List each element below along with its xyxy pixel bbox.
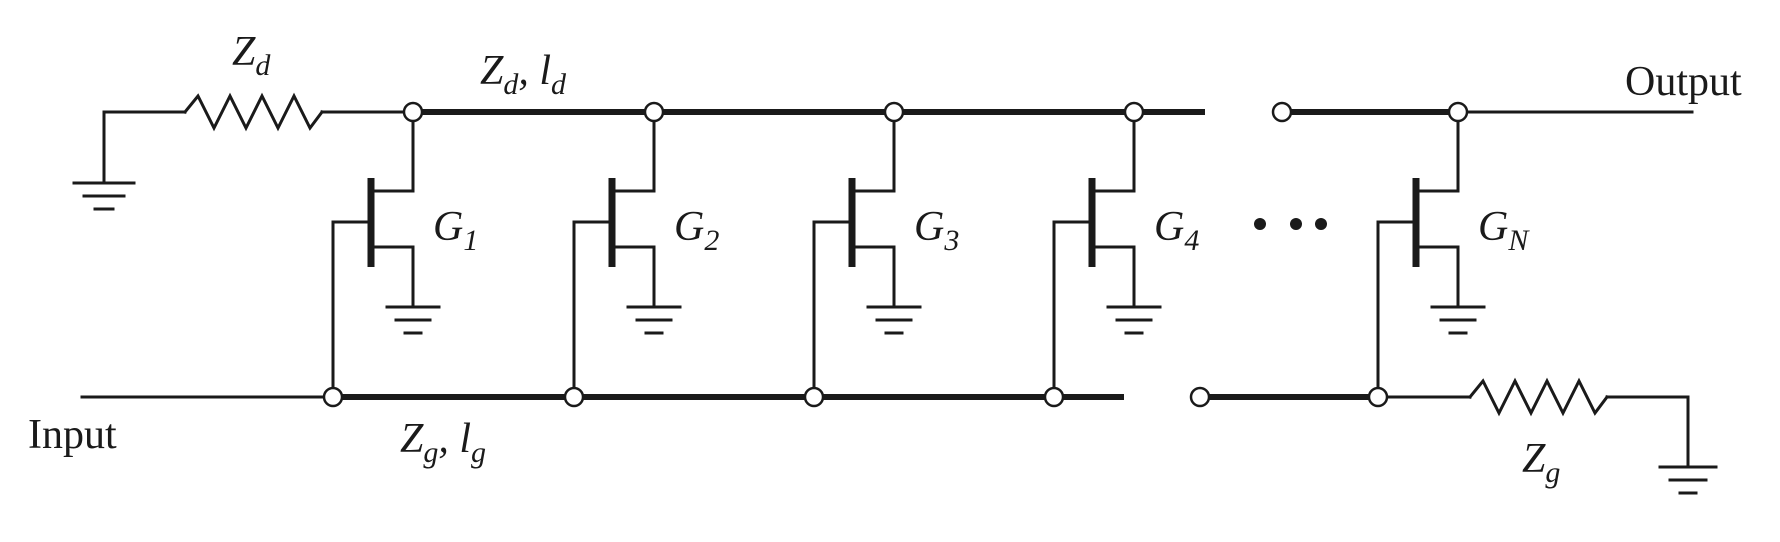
zg-resistor-label: Zg — [1522, 436, 1560, 489]
drain-gap-node — [1271, 101, 1293, 123]
gate-node — [803, 386, 825, 408]
ellipsis — [1254, 218, 1327, 230]
ground-symbol — [1658, 465, 1718, 495]
drain-node — [402, 101, 424, 123]
drain-termination-wire — [102, 110, 187, 183]
gate-termination-wire-2 — [1605, 395, 1690, 467]
input-label: Input — [28, 412, 117, 458]
gate-termination-resistor — [1467, 377, 1610, 417]
gate-gap-node — [1189, 386, 1211, 408]
gate-line-label: Zg, lg — [400, 416, 486, 469]
gate-connection — [331, 220, 369, 399]
ground-symbol — [385, 305, 441, 335]
transistor-label: G3 — [914, 204, 959, 257]
transistor-label: G4 — [1154, 204, 1199, 257]
ground-symbol — [866, 305, 922, 335]
drain-connection — [610, 110, 656, 193]
zd-resistor-label: Zd — [232, 29, 271, 82]
drain-node — [883, 101, 905, 123]
drain-line: Zd, ld Output — [413, 48, 1742, 115]
source-connection — [850, 245, 896, 307]
gate-node — [563, 386, 585, 408]
gate-connection — [812, 220, 850, 399]
transistor-stage-2: G2 — [563, 101, 719, 408]
transistor-stage-3: G3 — [803, 101, 959, 408]
transistor-label: GN — [1478, 204, 1530, 257]
gate-node — [322, 386, 344, 408]
gate-connection — [1376, 220, 1414, 399]
transistor-stage-5: GN — [1367, 101, 1530, 408]
drain-connection — [1090, 110, 1136, 193]
gate-connection — [572, 220, 610, 399]
drain-node — [1123, 101, 1145, 123]
drain-connection — [1414, 110, 1460, 193]
drain-connection — [369, 110, 415, 193]
transistor-label: G1 — [433, 204, 478, 257]
drain-node — [1447, 101, 1469, 123]
drain-node — [643, 101, 665, 123]
source-connection — [610, 245, 656, 307]
drain-termination-resistor — [182, 92, 325, 132]
source-connection — [369, 245, 415, 307]
ground-symbol — [1106, 305, 1162, 335]
drain-line-label: Zd, ld — [480, 48, 567, 101]
source-connection — [1414, 245, 1460, 307]
gate-node — [1043, 386, 1065, 408]
gate-node — [1367, 386, 1389, 408]
gate-line: Input Zg, lg — [28, 394, 1378, 469]
transistor-stage-1: G1 — [322, 101, 478, 408]
gate-connection — [1052, 220, 1090, 399]
output-label: Output — [1625, 59, 1742, 105]
transistor-label: G2 — [674, 204, 719, 257]
ground-symbol — [1430, 305, 1486, 335]
ground-symbol — [626, 305, 682, 335]
ground-symbol — [72, 181, 136, 211]
source-connection — [1090, 245, 1136, 307]
transistor-stage-4: G4 — [1043, 101, 1199, 408]
gate-termination: Zg — [1376, 377, 1718, 495]
drain-termination: Zd — [72, 29, 415, 211]
drain-connection — [850, 110, 896, 193]
